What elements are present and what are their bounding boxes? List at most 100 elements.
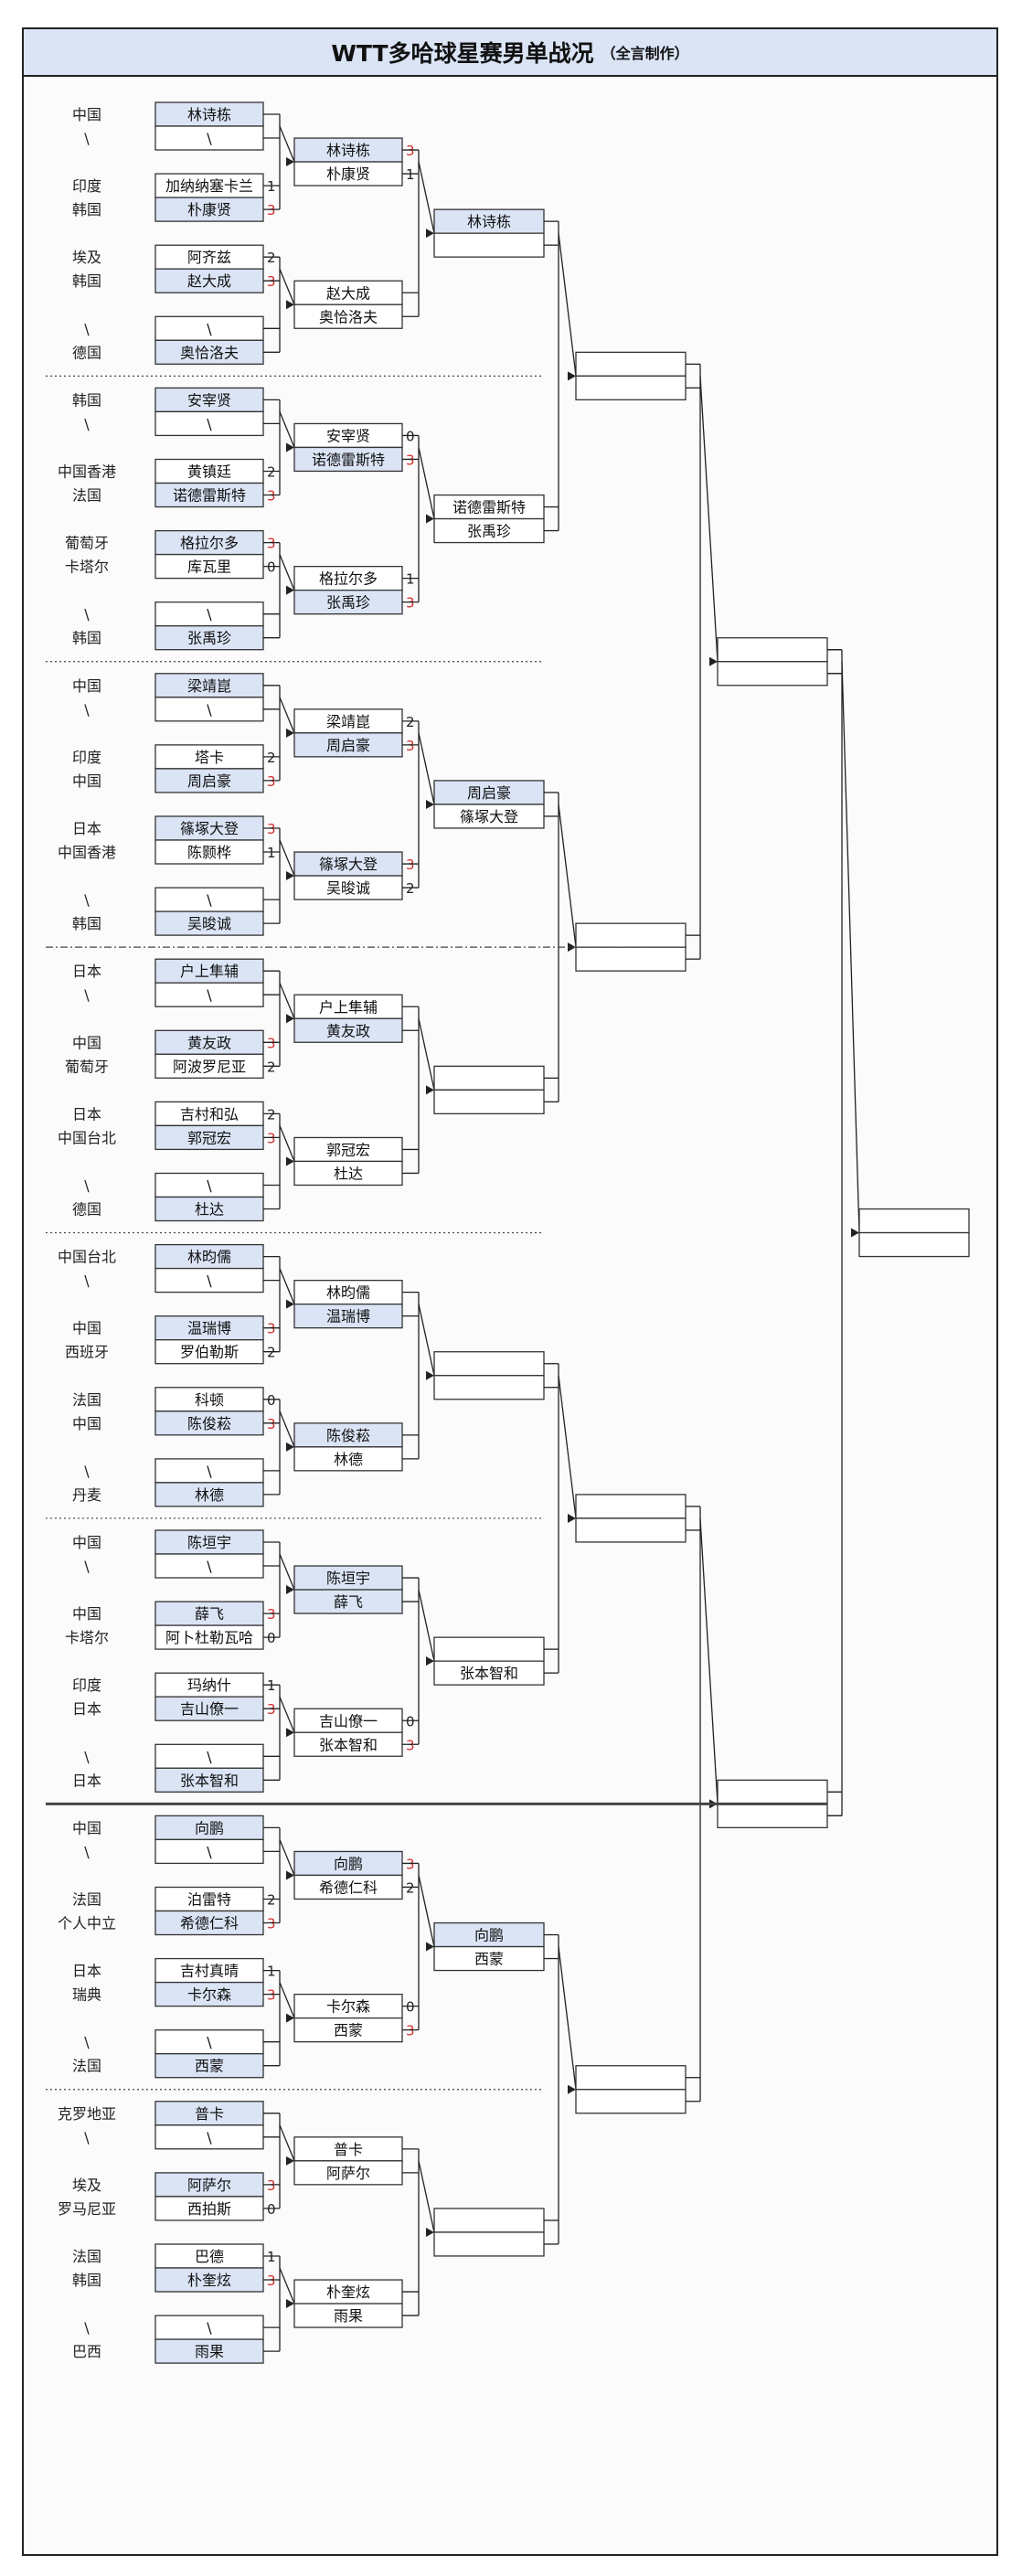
player-cell	[154, 601, 264, 627]
match-score: 3	[267, 1035, 276, 1051]
player-name: \	[207, 2129, 212, 2146]
bracket-line	[418, 1589, 435, 1662]
bracket-arrow	[286, 1728, 294, 1738]
country-label: 中国	[72, 1534, 101, 1551]
r3-match-2-top: 周启豪	[433, 780, 545, 805]
player-name: \	[207, 1272, 212, 1290]
player-name: 西蒙	[474, 1951, 504, 1968]
match-score: 2	[267, 1345, 276, 1361]
player-cell	[154, 1981, 264, 2007]
player-cell	[154, 2053, 264, 2079]
player-name: 诺德雷斯特	[312, 451, 385, 468]
player-cell	[293, 851, 403, 877]
match-score: 3	[267, 1416, 276, 1432]
r4-match-1-top	[575, 922, 687, 948]
player-name: 张本智和	[460, 1665, 518, 1682]
player-name: 希德仁科	[180, 1915, 239, 1932]
player-name: 吉村真晴	[180, 1963, 239, 1980]
r4-match-1-bot	[575, 946, 687, 972]
r3-match-3-bot	[433, 1089, 545, 1114]
player-cell	[433, 2231, 545, 2257]
bracket-arrow	[286, 2299, 294, 2309]
country-label: \	[84, 1463, 90, 1480]
bracket-arrow	[426, 1942, 434, 1952]
player-cell	[154, 625, 264, 651]
player-cell	[293, 1136, 403, 1163]
player-cell	[154, 1458, 264, 1484]
country-label: 韩国	[72, 391, 101, 409]
bracket-arrow	[568, 2084, 576, 2094]
country-label: 法国	[72, 1891, 101, 1909]
player-name: 林诗栋	[187, 106, 231, 123]
player-name: 周启豪	[326, 737, 370, 754]
player-cell	[433, 232, 545, 258]
country-label: 罗马尼亚	[58, 2200, 116, 2218]
player-name: \	[207, 1843, 212, 1860]
player-cell	[575, 946, 687, 972]
match-score: 1	[406, 571, 415, 588]
match-score: 2	[267, 1892, 276, 1909]
bracket-line	[279, 1553, 295, 1591]
r2-match-6-bot: 黄友政	[293, 1017, 403, 1043]
match-score: 2	[406, 880, 415, 897]
player-cell	[858, 1208, 970, 1234]
country-label: \	[84, 1272, 90, 1290]
player-cell	[575, 351, 687, 378]
country-label: 中国	[72, 106, 101, 123]
country-label: 韩国	[72, 272, 101, 290]
country-label: 日本	[72, 1700, 101, 1718]
player-cell	[154, 1410, 264, 1436]
player-name: 雨果	[334, 2307, 363, 2325]
r3-match-6-bot: 西蒙	[433, 1945, 545, 1972]
r2-match-2-bot: 诺德雷斯特 3	[293, 446, 415, 473]
r3-match-0-top: 林诗栋	[433, 208, 545, 234]
match-score: 3	[267, 2273, 276, 2289]
player-name: 吉山僚一	[180, 1700, 239, 1718]
r4-match-3-bot	[575, 2089, 687, 2114]
player-cell	[293, 1874, 403, 1900]
match-score: 3	[267, 536, 276, 552]
player-name: \	[207, 320, 212, 337]
player-name: 陈颢桦	[187, 844, 231, 861]
player-name: 吴晙诚	[187, 915, 231, 932]
player-name: 薛飞	[334, 1593, 363, 1611]
country-label: 中国香港	[58, 844, 116, 861]
match-score: 1	[267, 2249, 276, 2265]
country-label: 瑞典	[72, 1986, 101, 2004]
player-cell	[293, 1280, 403, 1305]
match-score: 1	[406, 166, 415, 183]
bracket-arrow	[286, 2156, 294, 2166]
player-name: 向鹏	[195, 1819, 224, 1836]
bracket-arrow	[568, 942, 576, 953]
country-label: 法国	[72, 487, 101, 505]
match-score: 3	[406, 143, 415, 159]
player-cell	[575, 375, 687, 401]
player-cell	[293, 2160, 403, 2186]
player-cell	[293, 1017, 403, 1043]
country-label: \	[84, 1558, 90, 1575]
bracket-line	[418, 1875, 435, 1947]
r1-match-11-top: \\	[84, 887, 264, 912]
r1-match-7-top: \\	[84, 601, 264, 627]
country-label: \	[84, 891, 90, 909]
country-label: 卡塔尔	[65, 559, 109, 576]
player-name: 户上隼辅	[319, 998, 378, 1016]
country-label: \	[84, 415, 90, 432]
player-cell	[154, 1267, 264, 1293]
match-score: 2	[267, 750, 276, 766]
match-score: 3	[406, 452, 415, 468]
country-label: 法国	[72, 2058, 101, 2075]
player-name: 罗伯勒斯	[180, 1344, 239, 1361]
